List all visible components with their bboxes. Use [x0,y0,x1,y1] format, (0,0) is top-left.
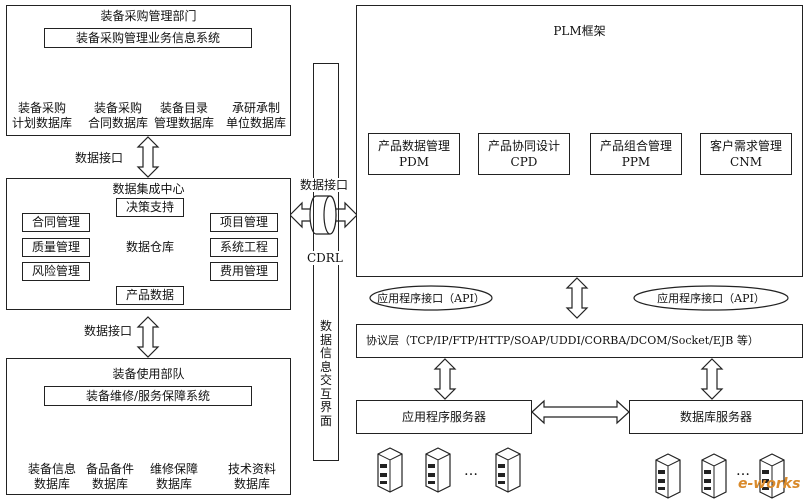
api-left-label: 应用程序接口（API） [377,292,485,305]
usage-db-label-line1: 备品备件 [85,462,134,476]
server-icon [425,447,451,493]
exchange-label-char: 数 [319,319,332,333]
api-right-label: 应用程序接口（API） [657,292,765,305]
api-ellipse [369,285,493,311]
risk-management-box [22,262,90,281]
procurement-system-label: 装备采购管理业务信息系统 [75,31,220,45]
server-link-arrow [531,399,630,425]
server-icon [495,447,521,493]
usage-system-box [44,386,252,406]
procurement-db-label-line2: 合同数据库 [87,116,148,130]
product-data-label: 产品数据 [125,288,174,302]
usage-db-label-line1: 技术资料 [227,462,276,476]
usage-system-label: 装备维修/服务保障系统 [85,389,211,403]
plm-module-name: 产品组合管理 [599,139,672,153]
plm-module-abbr: CPD [510,155,538,169]
equipment-usage-unit-box [6,358,291,495]
procurement-db-label-line2: 计划数据库 [11,116,72,130]
procurement-db-label-line1: 装备目录 [159,101,208,115]
usage-db-label-line2: 数据库 [233,477,270,491]
exchange-label-char: 面 [319,413,332,428]
procurement-system-box [44,28,252,48]
systems-engineering-label: 系统工程 [219,240,268,254]
data-exchange-interface-label: 数 据 信 息 交 互 界 面 [313,319,339,428]
server-icon [701,453,727,499]
plm-module-ppm [590,133,682,175]
database-server-label: 数据库服务器 [679,410,752,424]
procurement-db-label-line1: 装备采购 [17,101,66,115]
cost-management-label: 费用管理 [219,264,268,278]
exchange-label-char: 据 [319,332,332,347]
exchange-data-interface-label: 数据接口 [299,178,350,192]
api-ellipse [633,285,789,311]
data-interface-label: 数据接口 [84,324,133,338]
plm-module-abbr: CNM [730,155,762,169]
protocol-layer-box [356,324,803,358]
plm-module-name: 客户需求管理 [709,139,782,153]
procurement-db-label-line1: 承研承制 [231,101,280,115]
e-works-watermark-logo: e-works [738,476,801,492]
plm-protocol-arrow [566,277,588,319]
decision-support-label: 决策支持 [125,200,174,214]
protocol-db-server-arrow [701,358,723,400]
systems-engineering-box [210,238,278,257]
plm-module-cpd [478,133,570,175]
exchange-label-char: 信 [319,346,332,360]
procurement-title: 装备采购管理部门 [100,9,197,23]
data-interface-arrow [137,136,159,178]
procurement-department-box [6,5,291,136]
procurement-db-label-line2: 单位数据库 [225,116,286,130]
procurement-db-label-line1: 装备采购 [93,101,142,115]
contract-management-box [22,213,90,232]
data-warehouse-label: 数据仓库 [125,240,174,254]
server-icon [655,453,681,499]
cdrl-cylinder-icon [309,195,337,235]
exchange-label-char: 界 [319,400,332,414]
quality-management-label: 质量管理 [31,240,80,254]
plm-module-abbr: PPM [621,155,651,169]
plm-module-pdm [368,133,460,175]
decision-support-box [116,198,184,217]
plm-module-name: 产品数据管理 [377,139,450,153]
app-server-ellipsis: … [464,463,478,479]
procurement-db-label-line2: 管理数据库 [153,116,214,130]
server-icon [377,447,403,493]
product-data-box [116,286,184,305]
usage-db-label-line2: 数据库 [155,477,192,491]
exchange-label-char: 交 [319,373,332,387]
quality-management-box [22,238,90,257]
plm-module-name: 产品协同设计 [487,139,560,153]
data-interface-label: 数据接口 [75,151,124,165]
integration-title: 数据集成中心 [112,182,185,196]
application-server-label: 应用程序服务器 [401,410,486,424]
plm-title: PLM框架 [553,24,606,38]
plm-module-cnm [700,133,792,175]
usage-title: 装备使用部队 [112,367,185,381]
exchange-label-char: 互 [319,386,332,401]
protocol-layer-label: 协议层（TCP/IP/FTP/HTTP/SOAP/UDDI/CORBA/DCOM… [366,334,759,347]
protocol-app-server-arrow [434,358,456,400]
usage-db-label-line2: 数据库 [91,477,128,491]
plm-module-abbr: PDM [399,155,429,169]
application-server-box [356,400,532,434]
db-server-ellipsis: … [736,463,750,479]
risk-management-label: 风险管理 [31,264,80,278]
project-management-label: 项目管理 [219,215,268,229]
cdrl-label: CDRL [307,251,343,265]
contract-management-label: 合同管理 [31,215,80,229]
usage-db-label-line1: 维修保障 [149,462,198,476]
usage-db-label-line1: 装备信息 [27,462,76,476]
project-management-box [210,213,278,232]
database-server-box [629,400,803,434]
cost-management-box [210,262,278,281]
exchange-label-char: 息 [319,359,332,374]
data-interface-arrow [137,316,159,358]
usage-db-label-line2: 数据库 [33,477,70,491]
